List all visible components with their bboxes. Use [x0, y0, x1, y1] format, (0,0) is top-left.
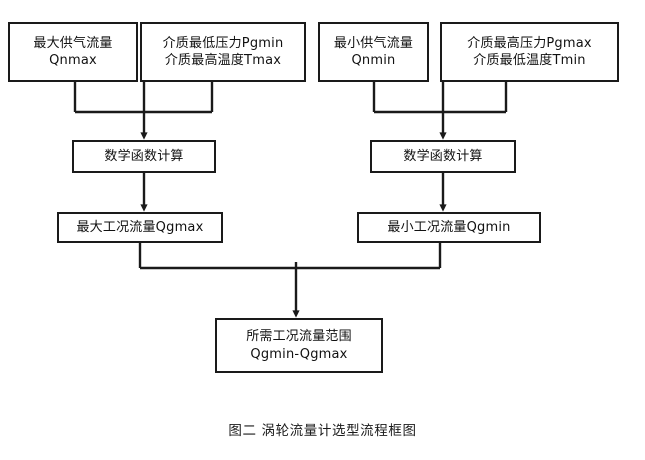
node-min-gas-supply-flow: 最小供气流量 Qnmin — [318, 22, 429, 82]
node-math-function-right: 数学函数计算 — [370, 140, 516, 173]
node-max-pressure-min-temperature: 介质最高压力Pgmax 介质最低温度Tmin — [440, 22, 619, 82]
node-qnmin-line2: Qnmin — [351, 53, 396, 68]
node-math-function-left: 数学函数计算 — [72, 140, 216, 173]
node-qgmin-label: 最小工况流量Qgmin — [387, 219, 511, 235]
node-qnmax-line2: Qnmax — [49, 53, 97, 68]
figure-caption: 图二 涡轮流量计选型流程框图 — [228, 423, 417, 439]
node-pgmin-line2: 介质最高温度Tmax — [164, 53, 282, 68]
node-result-line1: 所需工况流量范围 — [246, 329, 352, 345]
node-min-working-condition-flow: 最小工况流量Qgmin — [357, 212, 541, 243]
node-max-gas-supply-flow: 最大供气流量 Qnmax — [8, 22, 138, 82]
node-required-flow-range: 所需工况流量范围 Qgmin-Qgmax — [215, 318, 383, 373]
node-math-left-label: 数学函数计算 — [104, 148, 184, 164]
node-pgmax-line1: 介质最高压力Pgmax — [467, 35, 592, 51]
node-qnmax-line1: 最大供气流量 — [33, 35, 113, 51]
node-math-right-label: 数学函数计算 — [403, 148, 483, 164]
node-min-pressure-max-temperature: 介质最低压力Pgmin 介质最高温度Tmax — [140, 22, 306, 82]
node-pgmin-line1: 介质最低压力Pgmin — [162, 35, 284, 51]
node-result-line2: Qgmin-Qgmax — [250, 346, 348, 362]
node-max-working-condition-flow: 最大工况流量Qgmax — [57, 212, 223, 243]
node-qnmin-line1: 最小供气流量 — [333, 35, 414, 51]
node-qgmax-label: 最大工况流量Qgmax — [76, 219, 204, 235]
node-pgmax-line2: 介质最低温度Tmin — [473, 53, 586, 68]
